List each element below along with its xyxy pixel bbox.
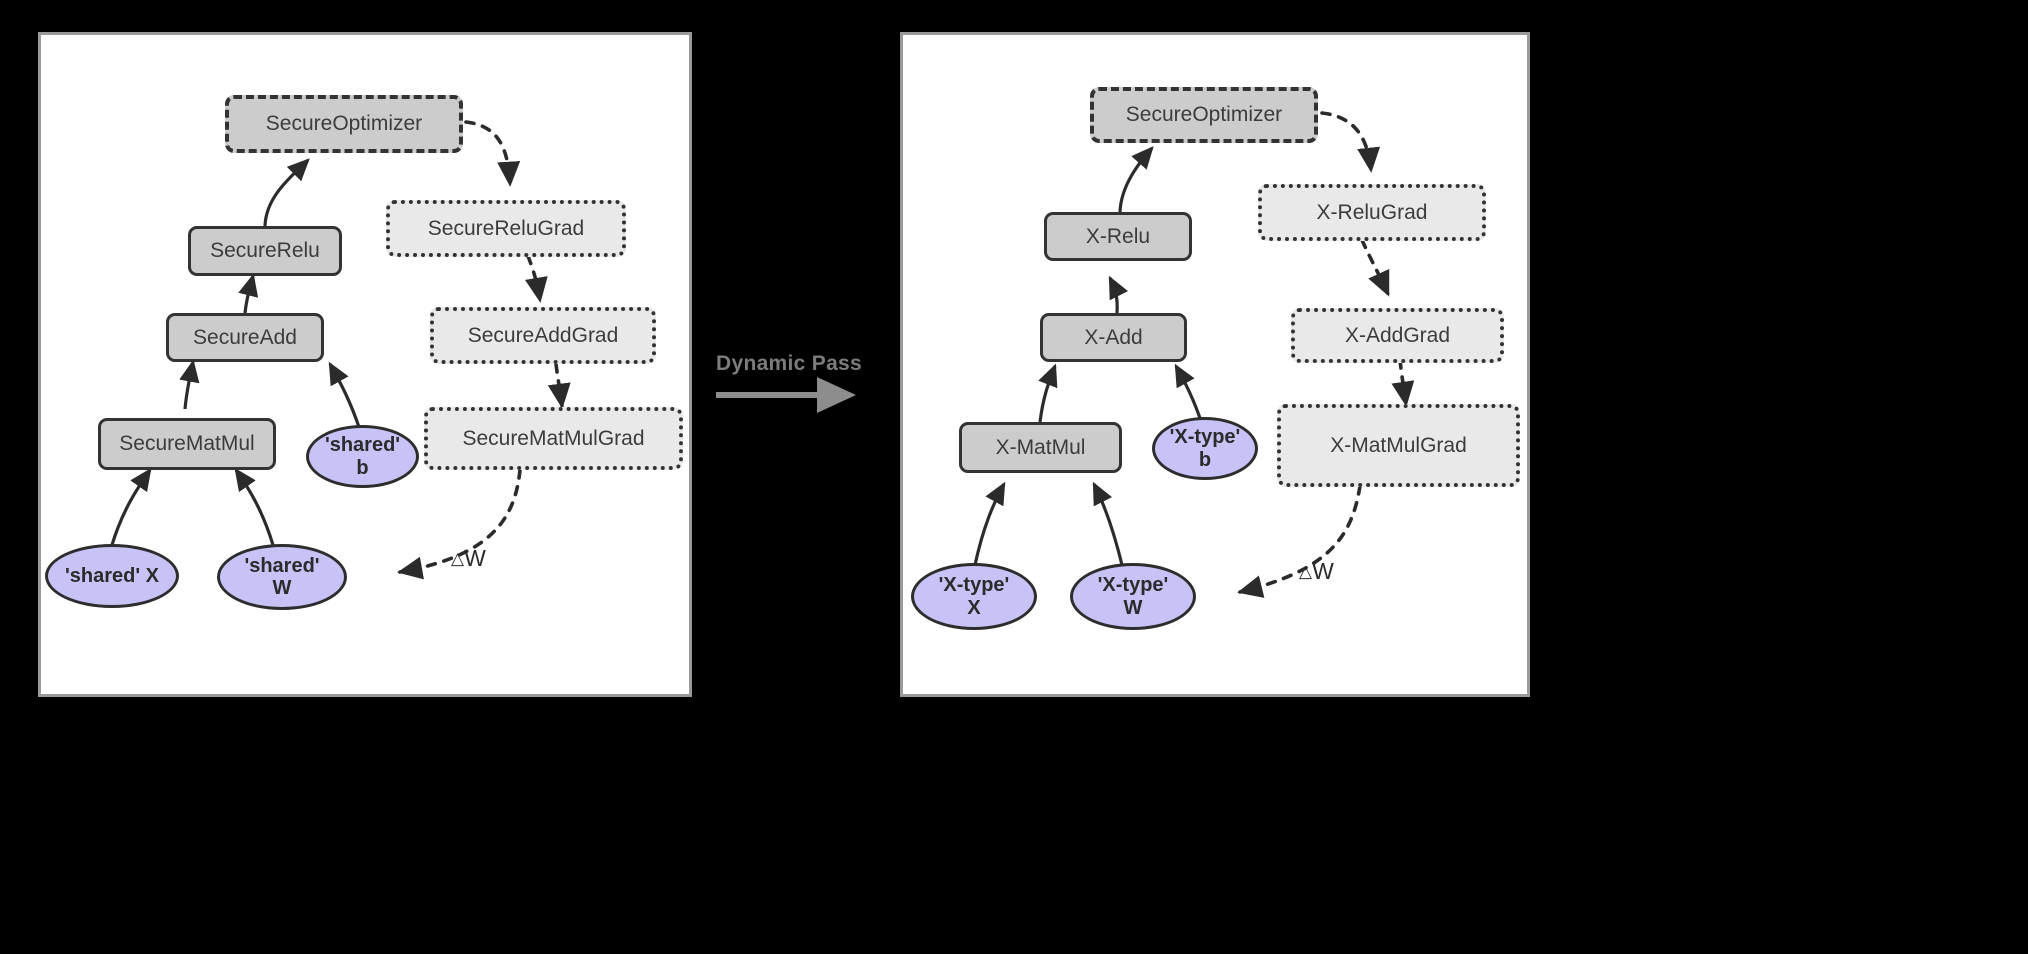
node-data-w-line1: 'shared' — [244, 554, 320, 577]
node-data-b-right-line2: b — [1198, 448, 1212, 471]
right-grad-edge-label: △W — [1299, 558, 1334, 585]
left-grad-edge-label-text: W — [464, 545, 486, 571]
delta-icon-right: △ — [1299, 562, 1313, 581]
node-data-b-right-line1: 'X-type' — [1169, 426, 1241, 449]
node-data-x[interactable]: 'shared' X — [45, 544, 179, 608]
delta-icon: △ — [451, 549, 465, 568]
node-data-w-right-line2: W — [1123, 596, 1143, 619]
node-data-b-line1: 'shared' — [324, 434, 401, 457]
node-data-w[interactable]: 'shared' W — [217, 544, 347, 610]
node-secure-matmul-grad[interactable]: SecureMatMulGrad — [424, 407, 683, 470]
node-secure-relu[interactable]: SecureRelu — [188, 226, 342, 276]
node-data-x-right[interactable]: 'X-type' X — [911, 563, 1037, 630]
node-data-x-right-line1: 'X-type' — [938, 574, 1010, 597]
node-secure-add-grad[interactable]: SecureAddGrad — [430, 307, 656, 364]
right-grad-edge-label-text: W — [1312, 558, 1334, 584]
node-data-w-line2: W — [272, 577, 292, 599]
node-data-x-line1: 'shared' X — [65, 564, 159, 587]
node-secure-matmul[interactable]: SecureMatMul — [98, 418, 276, 470]
node-data-b-right[interactable]: 'X-type' b — [1152, 417, 1258, 480]
node-x-relu-grad[interactable]: X-ReluGrad — [1258, 184, 1486, 241]
node-x-matmul-grad[interactable]: X-MatMulGrad — [1277, 404, 1520, 487]
node-secure-optimizer[interactable]: SecureOptimizer — [225, 95, 463, 153]
dynamic-pass-label: Dynamic Pass — [716, 352, 863, 375]
node-x-matmul[interactable]: X-MatMul — [959, 422, 1122, 473]
left-grad-edge-label: △W — [451, 545, 486, 572]
node-data-w-right[interactable]: 'X-type' W — [1070, 563, 1196, 630]
node-x-add-grad[interactable]: X-AddGrad — [1291, 308, 1504, 363]
node-x-add[interactable]: X-Add — [1040, 313, 1187, 362]
node-secure-relu-grad[interactable]: SecureReluGrad — [386, 200, 626, 257]
node-secure-optimizer-right[interactable]: SecureOptimizer — [1090, 87, 1318, 143]
node-x-relu[interactable]: X-Relu — [1044, 212, 1192, 261]
node-data-b-line2: b — [356, 456, 369, 479]
node-data-x-right-line2: X — [967, 596, 981, 619]
node-secure-add[interactable]: SecureAdd — [166, 313, 324, 362]
node-data-b[interactable]: 'shared' b — [306, 425, 419, 488]
node-data-w-right-line1: 'X-type' — [1097, 574, 1169, 597]
